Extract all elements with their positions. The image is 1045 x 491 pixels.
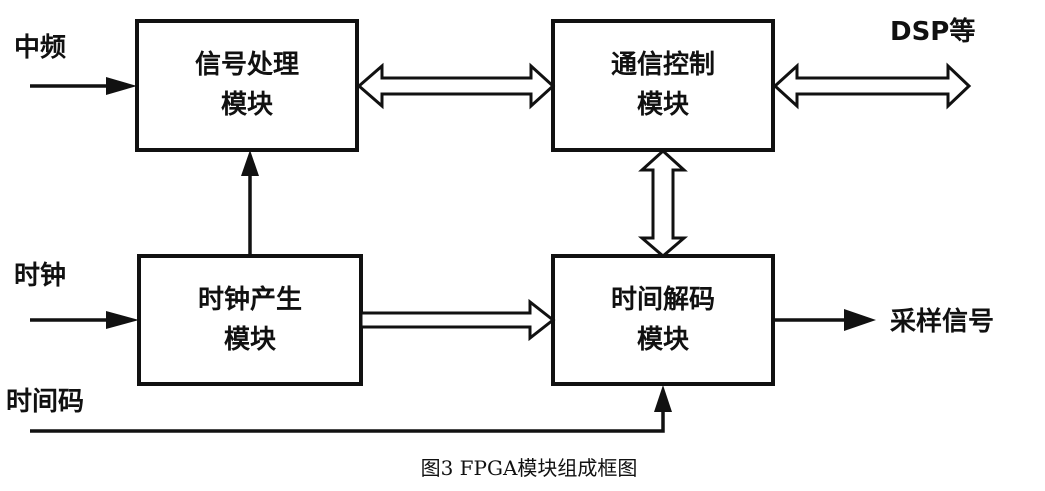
block-clock-gen-label-2: 模块 [224,325,276,355]
arrow-clock-to-clock-gen [30,311,139,329]
label-clock-input: 时钟 [14,260,66,291]
block-comm-control-label-2: 模块 [637,90,689,120]
bus-comm-to-time-decode [637,148,689,258]
block-comm-control: 通信控制 模块 [551,19,775,152]
bus-clock-gen-to-time-decode [359,298,556,342]
block-time-decode-frame [551,254,775,386]
block-signal-processing-label-1: 信号处理 [195,50,299,80]
arrow-time-decode-to-sample [773,309,876,331]
arrow-if-to-signal-processing [30,77,137,95]
label-dsp: DSP等 [890,16,975,47]
block-comm-control-frame [551,19,775,152]
block-time-decode: 时间解码 模块 [551,254,775,386]
block-clock-gen-frame [137,254,363,386]
block-signal-processing: 信号处理 模块 [135,19,359,152]
label-if-input: 中频 [14,33,66,63]
block-signal-processing-label-2: 模块 [221,90,273,120]
bus-comm-to-dsp [772,62,972,110]
arrow-timecode-to-time-decode [30,385,672,433]
block-comm-control-label-1: 通信控制 [611,50,715,80]
block-time-decode-label-2: 模块 [637,325,689,355]
block-signal-processing-frame [135,19,359,152]
bus-signal-to-comm [356,62,556,110]
figure-caption: 图3 FPGA模块组成框图 [421,456,638,480]
label-timecode-input: 时间码 [6,387,84,417]
block-time-decode-label-1: 时间解码 [611,285,715,315]
block-clock-gen-label-1: 时钟产生 [198,284,302,315]
block-clock-gen: 时钟产生 模块 [137,254,363,386]
label-sample-output: 采样信号 [890,306,994,337]
arrow-clock-gen-to-signal-processing [241,150,259,256]
